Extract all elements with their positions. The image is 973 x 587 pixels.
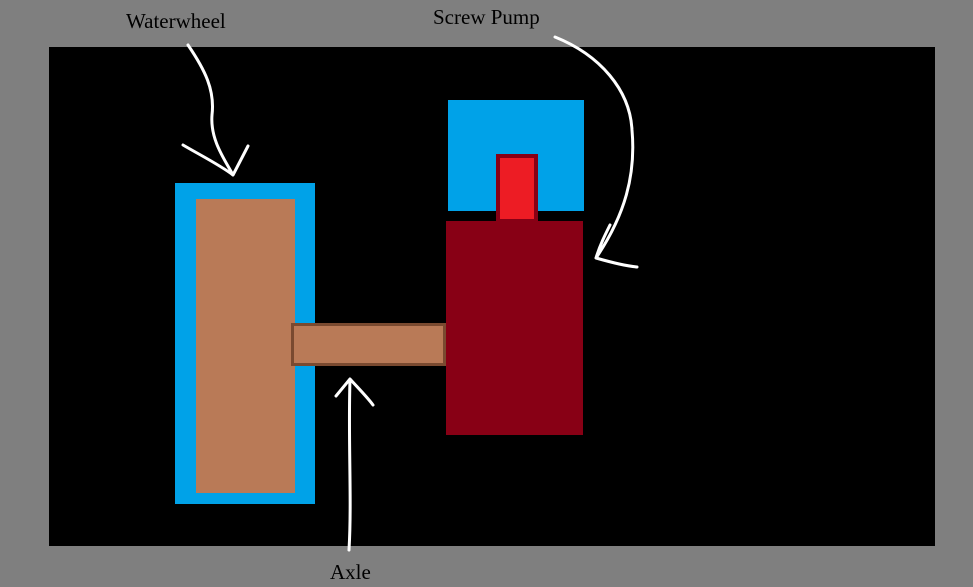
screw-pump-body xyxy=(446,221,583,435)
waterwheel-wheel xyxy=(196,199,295,493)
axle-label: Axle xyxy=(330,560,371,584)
screw-pump-label: Screw Pump xyxy=(433,5,540,29)
waterwheel-label: Waterwheel xyxy=(126,9,226,33)
axle xyxy=(291,323,446,366)
screw-pump-spout xyxy=(496,154,538,223)
waterwheel-arrow xyxy=(181,43,250,177)
screw-pump-arrow xyxy=(553,35,639,269)
axle-arrow xyxy=(334,377,375,552)
